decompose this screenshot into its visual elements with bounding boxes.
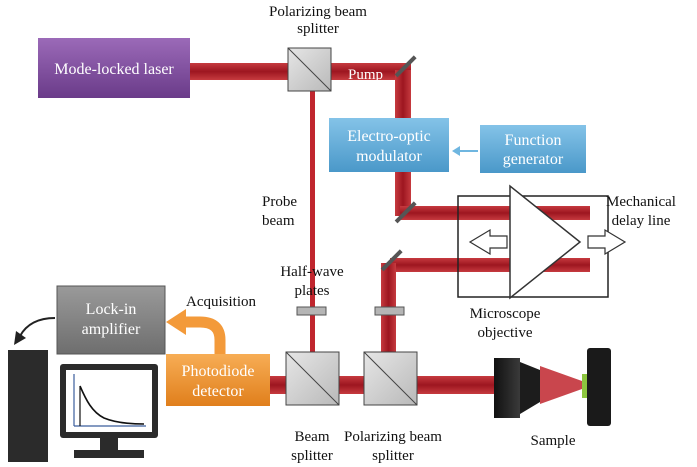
arrow-function-to-eom [452, 146, 478, 156]
sample-label: Sample [531, 433, 576, 449]
pump-beam-to-delay [400, 206, 590, 220]
sample-block: Sample [531, 348, 611, 449]
eom-label-2: modulator [356, 148, 422, 165]
computer-tower [8, 350, 48, 462]
pbs-bottom: Polarizing beam splitter [344, 351, 442, 464]
half-wave-plates: Half-wave plates [280, 264, 405, 316]
computer [8, 350, 158, 462]
eom-box [329, 118, 449, 172]
delay-left-arrow-icon [468, 228, 508, 256]
objective-body [494, 358, 520, 418]
monitor-base [74, 450, 144, 458]
beam-splitter: Beam splitter [285, 351, 340, 464]
function-generator-block: Function generator [480, 125, 586, 173]
halfwave-label-2: plates [295, 283, 330, 299]
arrow-lockin-to-computer [14, 317, 56, 345]
pbs-top-label-1: Polarizing beam [269, 4, 367, 20]
pbs-bottom-label-2: splitter [372, 448, 414, 464]
pump-beam-from-delay [390, 258, 590, 272]
photodiode-block: Photodiode detector [166, 354, 270, 406]
acquisition-arrow-head-icon [166, 309, 186, 335]
mirror-lower-left [380, 249, 403, 272]
delay-line-label-1: Mechanical [606, 194, 676, 210]
mirrors [380, 55, 417, 272]
monitor-neck [100, 438, 118, 450]
beam-splitter-diagonal [285, 351, 340, 406]
acquisition-arrow-shaft [184, 316, 226, 354]
pbs-top-diagonal [287, 47, 332, 92]
acquisition-label: Acquisition [186, 294, 256, 310]
eom-label-1: Electro-optic [347, 128, 431, 145]
delay-line: Mechanical delay line [457, 184, 676, 300]
probe-beam [310, 80, 315, 370]
acquisition-arrow: Acquisition [166, 294, 256, 354]
arrow-head-icon [14, 331, 26, 345]
halfwave-label-1: Half-wave [280, 264, 344, 280]
pbs-top-label-2: splitter [297, 21, 339, 37]
function-generator-label-2: generator [503, 151, 564, 168]
delay-right-arrow-icon [587, 228, 627, 256]
photodiode-label-1: Photodiode [182, 363, 255, 380]
laser-block: Mode-locked laser [38, 38, 190, 98]
sample-film [582, 374, 587, 398]
mirror-upper-left [394, 201, 417, 224]
probe-label-2: beam [262, 213, 295, 229]
decay-curve [79, 385, 145, 425]
lockin-block: Lock-in amplifier [56, 285, 166, 355]
half-wave-plate-right [374, 306, 405, 316]
probe-label-1: Probe [262, 194, 297, 210]
laser-box [38, 38, 190, 98]
half-wave-plate-left [296, 306, 327, 316]
laser-label: Mode-locked laser [54, 61, 174, 78]
objective-label-1: Microscope [470, 306, 541, 322]
pbs-bottom-diagonal [363, 351, 418, 406]
photodiode-box [166, 354, 270, 406]
beam-splitter-label-2: splitter [291, 448, 333, 464]
objective-label-2: objective [478, 325, 533, 341]
pump-label: Pump [348, 67, 383, 83]
microscope-objective [494, 358, 540, 418]
pbs-top: Polarizing beam splitter [269, 4, 367, 92]
laser-beam [190, 63, 296, 80]
photodiode-label-2: detector [192, 383, 244, 400]
monitor-screen [66, 370, 152, 432]
lockin-label-1: Lock-in [86, 301, 137, 318]
function-generator-box [480, 125, 586, 173]
sample-holder [587, 348, 611, 426]
function-generator-label-1: Function [505, 132, 562, 149]
focused-beam [540, 366, 582, 404]
beam-splitter-label-1: Beam [295, 429, 330, 445]
objective-nose [520, 362, 540, 414]
lockin-box [56, 285, 166, 355]
lockin-label-2: amplifier [82, 321, 141, 338]
retroreflector [509, 184, 582, 300]
delay-line-label-2: delay line [612, 213, 671, 229]
eom-block: Electro-optic modulator [329, 118, 449, 172]
mirror-top-right [394, 55, 417, 78]
pbs-bottom-label-1: Polarizing beam [344, 429, 442, 445]
